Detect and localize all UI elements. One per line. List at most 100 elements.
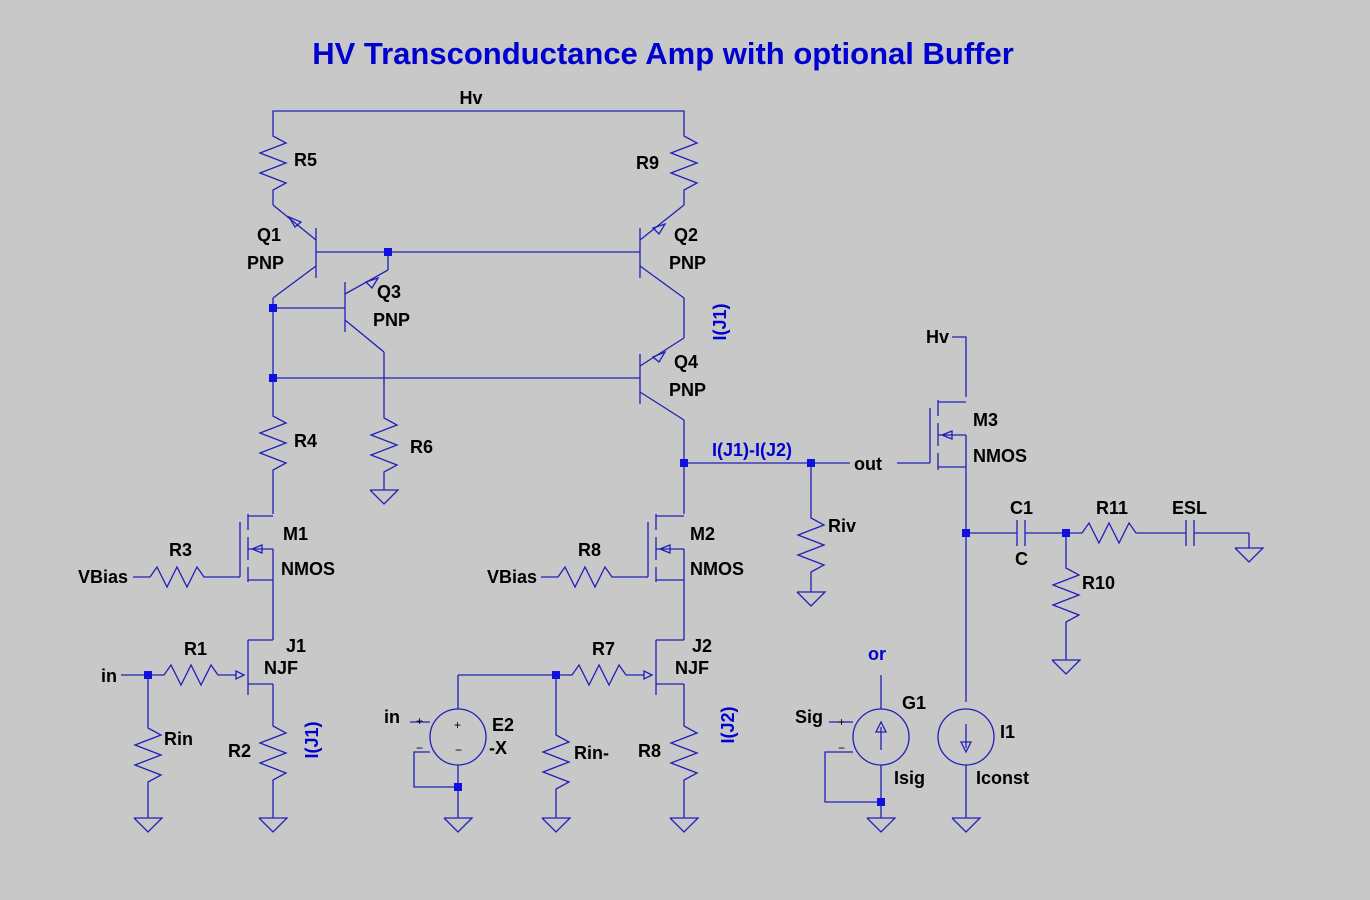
- junction-dot: [680, 459, 688, 467]
- g1-ctrl-plus: +: [838, 715, 845, 729]
- ground-r8: [669, 817, 700, 833]
- resistor-r4: [258, 410, 288, 514]
- label-e2-value: -X: [489, 738, 507, 758]
- probe-label-ij2: I(J2): [718, 706, 738, 743]
- label-q1: Q1: [257, 225, 281, 245]
- label-q4: Q4: [674, 352, 698, 372]
- note-or: or: [868, 644, 886, 664]
- current-source-i1: [937, 708, 995, 818]
- e2-ctrl-plus: +: [416, 714, 423, 728]
- label-r11: R11: [1096, 498, 1128, 518]
- ground-rin-minus: [541, 817, 572, 833]
- net-label-hv-top: Hv: [459, 88, 482, 108]
- e2-minus: −: [455, 743, 462, 757]
- ground-i1: [951, 817, 982, 833]
- net-label-vbias-2: VBias: [487, 567, 537, 587]
- label-c1: C1: [1010, 498, 1033, 518]
- e2-plus: +: [454, 718, 461, 732]
- net-label-in-1: in: [101, 666, 117, 686]
- voltage-source-e2: [410, 674, 556, 818]
- hv-rail: [272, 110, 685, 128]
- resistor-r6: [369, 410, 399, 490]
- current-source-g1: [824, 675, 910, 818]
- junction-dot: [877, 798, 885, 806]
- junction-dot: [962, 529, 970, 537]
- resistor-r7: [556, 663, 644, 687]
- resistor-r1: [148, 663, 236, 687]
- junction-dot: [269, 374, 277, 382]
- label-r10: R10: [1082, 573, 1115, 593]
- label-r3: R3: [169, 540, 192, 560]
- e2-ctrl-minus: −: [416, 741, 423, 755]
- resistor-rin: [133, 675, 163, 818]
- junction-dot: [1062, 529, 1070, 537]
- capacitor-c1: [966, 520, 1066, 546]
- label-j1: J1: [286, 636, 306, 656]
- hv-buffer-wire: [952, 336, 967, 397]
- junction-dot: [384, 248, 392, 256]
- junction-dot: [454, 783, 462, 791]
- net-label-sig: Sig: [795, 707, 823, 727]
- ground-riv: [796, 591, 827, 607]
- junction-dot: [552, 671, 560, 679]
- label-q1-type: PNP: [247, 253, 284, 273]
- label-q3: Q3: [377, 282, 401, 302]
- label-m3-type: NMOS: [973, 446, 1027, 466]
- transistor-q3: [273, 252, 389, 410]
- label-i1-value: Iconst: [976, 768, 1029, 788]
- label-r8-upper: R8: [578, 540, 601, 560]
- label-r9: R9: [636, 153, 659, 173]
- label-m2-type: NMOS: [690, 559, 744, 579]
- resistor-r9: [669, 128, 699, 196]
- label-q2: Q2: [674, 225, 698, 245]
- resistor-r11: [1066, 521, 1186, 545]
- resistor-r8-lower: [669, 718, 699, 818]
- resistor-r8-upper: [541, 565, 620, 589]
- ground-r6: [369, 489, 400, 505]
- label-r2: R2: [228, 741, 251, 761]
- label-q4-type: PNP: [669, 380, 706, 400]
- label-r1: R1: [184, 639, 207, 659]
- label-esl: ESL: [1172, 498, 1207, 518]
- label-i1: I1: [1000, 722, 1015, 742]
- label-m2: M2: [690, 524, 715, 544]
- label-rin: Rin: [164, 729, 193, 749]
- label-r4: R4: [294, 431, 317, 451]
- mosfet-m3: [897, 400, 967, 702]
- label-e2: E2: [492, 715, 514, 735]
- junction-dot: [144, 671, 152, 679]
- resistor-r10: [1051, 533, 1081, 660]
- jfet-j2: [643, 639, 685, 718]
- net-label-in-2: in: [384, 707, 400, 727]
- jfet-j1: [235, 639, 274, 718]
- junction-dot: [807, 459, 815, 467]
- label-q3-type: PNP: [373, 310, 410, 330]
- label-c1-value: C: [1015, 549, 1028, 569]
- transistor-q1: [272, 196, 388, 299]
- label-m1: M1: [283, 524, 308, 544]
- probe-label-ij1-lower: I(J1): [302, 721, 322, 758]
- ground-esl: [1234, 547, 1265, 563]
- transistor-q2: [639, 196, 685, 338]
- net-label-out: out: [854, 454, 882, 474]
- ground-r10: [1051, 659, 1082, 675]
- mosfet-m1: [212, 514, 274, 640]
- label-g1: G1: [902, 693, 926, 713]
- ground-rin: [133, 817, 164, 833]
- net-label-out-node: I(J1)-I(J2): [712, 440, 792, 460]
- junction-dot: [269, 304, 277, 312]
- ground-e2: [443, 817, 474, 833]
- label-j1-type: NJF: [264, 658, 298, 678]
- g1-ctrl-minus: −: [838, 741, 845, 755]
- resistor-riv: [796, 463, 826, 592]
- capacitor-esl: [1185, 520, 1250, 548]
- resistor-r5: [258, 128, 288, 196]
- label-j2: J2: [692, 636, 712, 656]
- probe-label-ij1-upper: I(J1): [710, 303, 730, 340]
- label-rin-minus: Rin-: [574, 743, 609, 763]
- net-label-hv-buffer: Hv: [926, 327, 949, 347]
- net-label-vbias-1: VBias: [78, 567, 128, 587]
- junction-dots: [144, 248, 1070, 806]
- schematic-title: HV Transconductance Amp with optional Bu…: [312, 36, 1014, 71]
